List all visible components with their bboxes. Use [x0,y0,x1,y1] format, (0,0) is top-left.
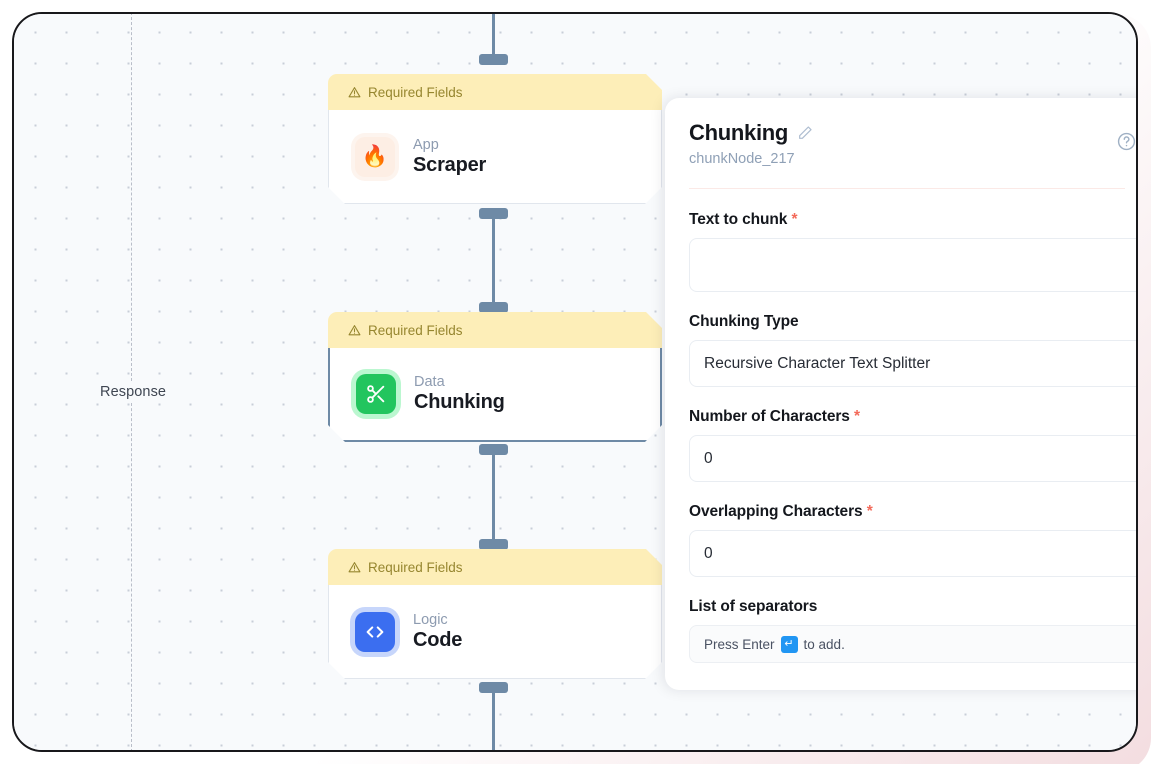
page-title: Chunking [689,120,789,145]
label-text: Overlapping Characters [689,503,863,520]
tag-hint-prefix: Press Enter [704,636,775,652]
connector-handle-scraper-out[interactable] [479,208,508,219]
code-brackets-icon [355,612,395,652]
question-circle-icon[interactable] [1117,132,1136,151]
node-banner-label-code: Required Fields [368,559,463,575]
chunking-type-select[interactable]: Recursive Character Text Splitter [689,340,1136,387]
field-list-of-separators: List of separators Press Enter ↵ to add. [689,598,1136,663]
node-title-scraper: Scraper [413,153,487,176]
node-title-chunking: Chunking [414,391,505,413]
overlapping-characters-input[interactable]: 0 [689,530,1136,577]
field-chunking-type: Chunking Type Recursive Character Text S… [689,313,1136,387]
field-text-to-chunk: Text to chunk * [689,211,1136,292]
device-frame: Response Required Fields [12,12,1138,752]
field-label-chunking-type: Chunking Type [689,313,1125,331]
connector-handle-chunking-out[interactable] [479,444,508,455]
flame-icon: 🔥 [355,137,395,177]
node-body-scraper[interactable]: 🔥 App Scraper [328,110,662,204]
node-banner-chunking: Required Fields [328,312,662,348]
panel-header: Chunking chunkNode_217 [665,98,1136,167]
node-banner-label-scraper: Required Fields [368,84,463,100]
pencil-icon[interactable] [797,125,813,141]
connector-handle-chunking-in[interactable] [479,302,508,313]
label-text: Text to chunk [689,211,788,228]
node-kind-scraper: App [413,136,439,153]
warning-triangle-icon [348,324,361,337]
node-kind-chunking: Data [414,374,445,390]
node-kind-code: Logic [413,611,448,628]
required-asterisk: * [854,408,860,425]
text-to-chunk-input[interactable] [689,238,1136,292]
node-banner-code: Required Fields [328,549,662,585]
node-texts-code: Logic Code [413,612,462,652]
scissors-icon [356,374,396,414]
required-asterisk: * [866,503,873,520]
node-body-chunking[interactable]: Data Chunking [328,348,662,442]
response-label: Response [92,382,175,402]
warning-triangle-icon [348,561,361,574]
node-texts-chunking: Data Chunking [414,374,505,414]
panel-title-row: Chunking [689,120,1125,146]
node-body-code[interactable]: Logic Code [328,585,662,679]
connector-top[interactable] [492,14,495,60]
required-asterisk: * [791,211,798,228]
number-of-characters-input[interactable]: 0 [689,435,1136,482]
connector-handle-code-out[interactable] [479,682,508,693]
field-overlapping-characters: Overlapping Characters * 0 [689,503,1136,577]
node-settings-panel: Chunking chunkNode_217 Text to chunk [665,98,1136,690]
node-banner-scraper: Required Fields [328,74,662,110]
label-text: List of separators [689,598,818,615]
node-texts-scraper: App Scraper [413,137,486,177]
node-title-code: Code [413,628,463,651]
node-id-label: chunkNode_217 [689,151,795,167]
connector-handle-code-in[interactable] [479,539,508,550]
panel-divider [689,188,1125,189]
enter-key-icon: ↵ [780,635,798,653]
node-banner-label-chunking: Required Fields [368,322,463,338]
warning-triangle-icon [348,86,361,99]
field-label-overlapping-characters: Overlapping Characters * [689,503,1125,521]
label-text: Number of Characters [689,408,850,425]
label-text: Chunking Type [689,313,799,330]
tag-hint-suffix: to add. [803,636,845,652]
connector-chunking-to-code[interactable] [492,448,495,548]
node-scraper[interactable]: Required Fields 🔥 App Scraper [328,74,662,204]
field-label-text-to-chunk: Text to chunk * [689,211,1125,229]
connector-handle-top[interactable] [479,54,508,65]
connector-scraper-to-chunking[interactable] [492,210,495,310]
list-of-separators-input[interactable]: Press Enter ↵ to add. [689,625,1136,663]
connector-bottom[interactable] [492,686,495,750]
panel-form: Text to chunk * Chunking Type Recursive … [665,189,1136,663]
field-label-number-of-characters: Number of Characters * [689,408,1125,426]
node-chunking[interactable]: Required Fields Data Chunking [328,312,662,442]
node-code[interactable]: Required Fields Logic Code [328,549,662,679]
field-label-list-of-separators: List of separators [689,598,1125,616]
field-number-of-characters: Number of Characters * 0 [689,408,1136,482]
